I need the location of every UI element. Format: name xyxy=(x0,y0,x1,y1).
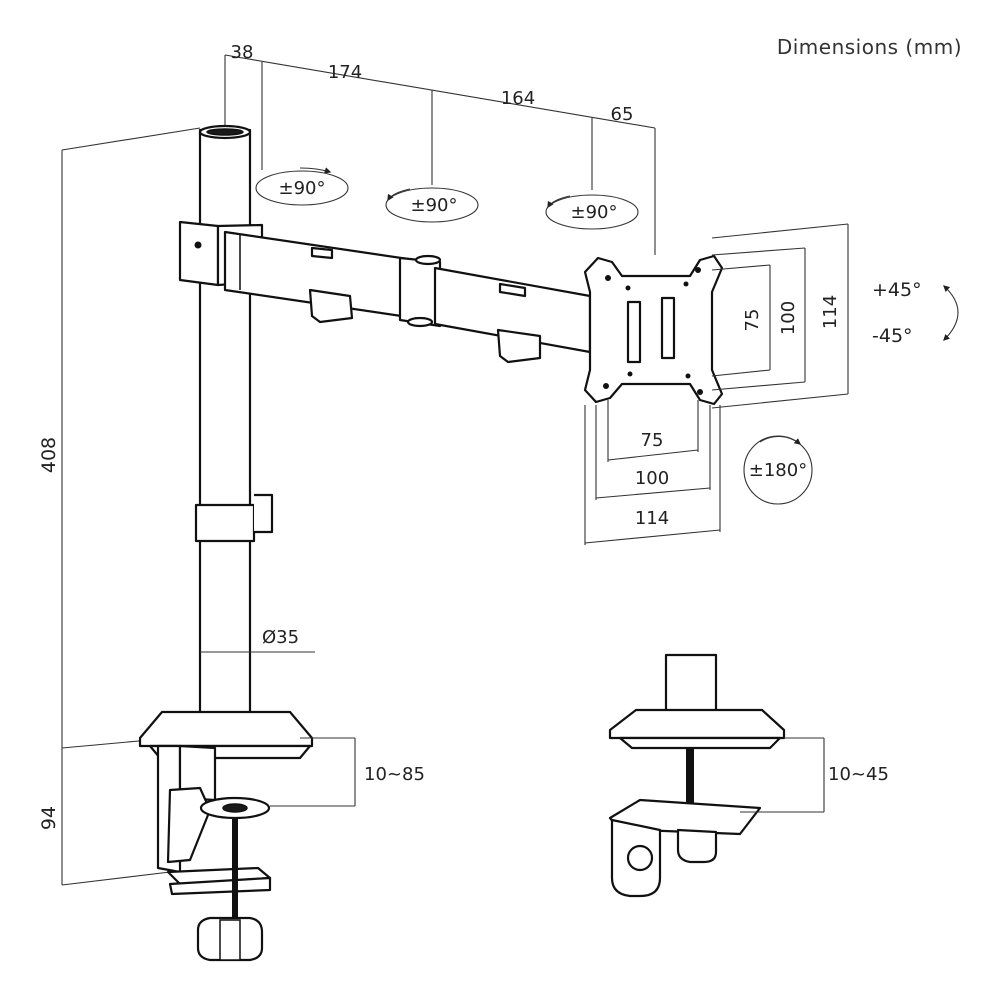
vesa-horizontal-dims: 75 100 114 xyxy=(584,400,721,545)
vesa-horizontal-114: 114 xyxy=(635,508,669,529)
vesa-horizontal-100: 100 xyxy=(635,468,669,489)
dim-arm-segment-1: 174 xyxy=(328,62,362,83)
rotation-joint-1-label: ±90° xyxy=(279,178,326,199)
dim-grommet-range: 10~45 xyxy=(828,764,889,785)
pole: Ø35 xyxy=(194,124,315,722)
dim-pole-diameter: Ø35 xyxy=(262,627,299,648)
dim-arm-segment-2: 164 xyxy=(501,88,535,109)
arm xyxy=(178,220,592,364)
dim-pole-height: 408 xyxy=(38,437,60,473)
height-dimension: 408 94 xyxy=(38,127,201,886)
dim-pole-offset: 38 xyxy=(231,42,254,63)
tilt-up-label: +45° xyxy=(872,279,922,301)
vesa-horizontal-75: 75 xyxy=(641,430,664,451)
vesa-vertical-114: 114 xyxy=(820,295,841,329)
dim-head-offset: 65 xyxy=(611,104,634,125)
rotation-joint-2-label: ±90° xyxy=(411,195,458,216)
c-clamp: 10~85 xyxy=(138,710,425,962)
tilt-down-label: -45° xyxy=(872,325,913,347)
dim-base-height: 94 xyxy=(38,806,60,830)
vesa-vertical-100: 100 xyxy=(778,301,799,335)
rotation-joint-2: ±90° xyxy=(385,187,479,223)
dim-c-clamp-range: 10~85 xyxy=(364,764,425,785)
vesa-vertical-75: 75 xyxy=(742,309,763,332)
rotation-joint-3: ±90° xyxy=(545,194,639,230)
grommet-clamp: 10~45 xyxy=(608,653,889,898)
diagram-title: Dimensions (mm) xyxy=(777,35,962,59)
vesa-plate xyxy=(583,254,724,406)
tilt-indicator: +45° -45° xyxy=(872,279,959,347)
rotate-indicator: ±180° xyxy=(743,435,813,505)
top-dimension-line: 38 174 164 65 xyxy=(224,42,656,255)
rotation-joint-1: ±90° xyxy=(255,167,349,206)
rotate-label: ±180° xyxy=(749,460,807,481)
rotation-joint-3-label: ±90° xyxy=(571,202,618,223)
vesa-vertical-dims: 75 100 114 xyxy=(711,223,849,409)
